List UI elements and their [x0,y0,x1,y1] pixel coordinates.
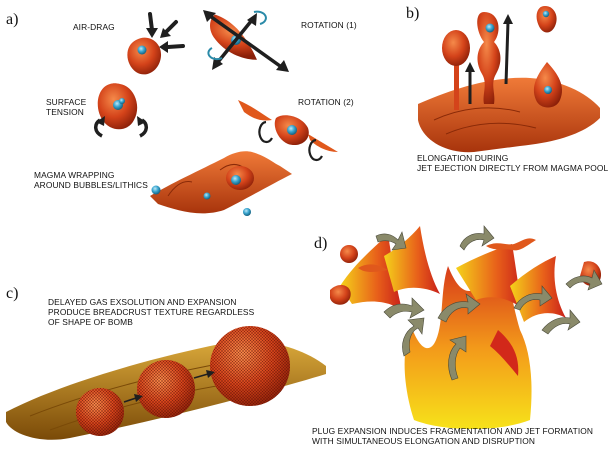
jet-bomb-upper-right [537,6,557,33]
magma-wrapping-sheet [150,151,292,216]
label-rotation-1: ROTATION (1) [301,20,357,30]
panel-b: b) [406,5,600,152]
fragment-sheet-right [510,256,566,322]
label-plug-expansion: PLUG EXPANSION INDUCES FRAGMENTATION AND… [312,426,593,446]
jet-bomb-lower-right [534,62,562,108]
panel-b-letter: b) [406,5,419,22]
panel-a-letter: a) [6,11,18,28]
panel-d: d) [314,226,602,429]
jet-bomb-left [442,30,470,66]
label-surface-tension: SURFACE TENSION [46,97,86,117]
rotation-1-bomb [203,14,266,62]
label-jet-elongation: ELONGATION DURING JET EJECTION DIRECTLY … [417,153,608,173]
panel-d-letter: d) [314,235,327,252]
fragment-bomb-top-left [340,245,358,263]
fragment-bomb-left [330,285,351,305]
label-rotation-2: ROTATION (2) [298,97,354,107]
air-drag-bomb [127,38,161,75]
label-magma-wrapping: MAGMA WRAPPING AROUND BUBBLES/LITHICS [34,170,148,190]
rotation-2-bomb [238,100,338,152]
panel-c-letter: c) [6,285,18,302]
label-air-drag: AIR-DRAG [73,22,115,32]
label-breadcrust: DELAYED GAS EXSOLUTION AND EXPANSION PRO… [48,297,254,328]
